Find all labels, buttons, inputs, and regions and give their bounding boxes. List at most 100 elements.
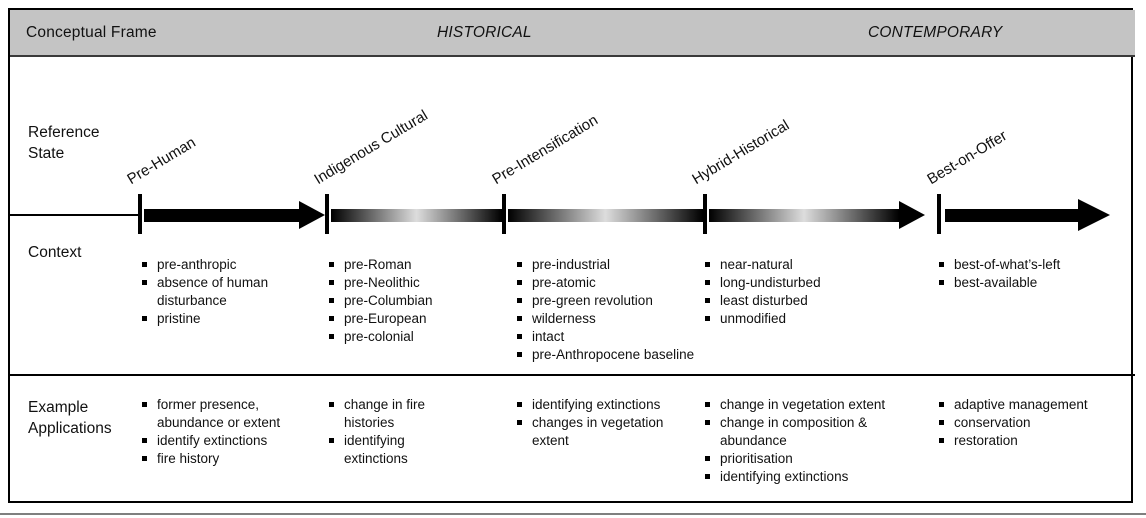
arrowhead-hybrid-historical (899, 201, 925, 229)
bullet-square-icon (517, 316, 522, 321)
context-list-hybrid-historical: near-natural long-undisturbed least dist… (703, 256, 915, 328)
timeline-segment-hybrid-historical (709, 209, 899, 222)
bullet-square-icon (329, 262, 334, 267)
list-item: restoration (937, 432, 1123, 450)
list-item: changes in vegetation extent (515, 414, 681, 450)
bullet-square-icon (142, 402, 147, 407)
context-list-pre-intensification: pre-industrial pre-atomic pre-green revo… (515, 256, 715, 364)
bullet-square-icon (705, 474, 710, 479)
context-list-indigenous-cultural: pre-Roman pre-Neolithic pre-Columbian pr… (327, 256, 497, 346)
list-item: pre-Roman (327, 256, 497, 274)
list-item: change in composition & abundance (703, 414, 921, 450)
list-item: least disturbed (703, 292, 915, 310)
header-era-historical: HISTORICAL (437, 24, 532, 41)
bullet-square-icon (705, 402, 710, 407)
list-item: identifying extinctions (515, 396, 681, 414)
bullet-square-icon (142, 316, 147, 321)
list-item: conservation (937, 414, 1123, 432)
list-item: pre-green revolution (515, 292, 715, 310)
bullet-square-icon (142, 262, 147, 267)
timeline-segment-pre-human (144, 209, 299, 222)
timeline-segment-indigenous-cultural (331, 209, 502, 222)
bullet-square-icon (517, 334, 522, 339)
list-item: intact (515, 328, 715, 346)
bullet-square-icon (705, 280, 710, 285)
list-item: pre-atomic (515, 274, 715, 292)
applications-list-indigenous-cultural: change in fire histories identifying ext… (327, 396, 452, 468)
bullet-square-icon (329, 298, 334, 303)
timeline-tick-best-on-offer (937, 194, 941, 234)
bullet-square-icon (939, 280, 944, 285)
list-item: pristine (140, 310, 318, 328)
bullet-square-icon (329, 402, 334, 407)
bullet-square-icon (329, 316, 334, 321)
bottom-rule (0, 513, 1146, 515)
bullet-square-icon (705, 420, 710, 425)
bullet-square-icon (142, 438, 147, 443)
list-item: long-undisturbed (703, 274, 915, 292)
list-item: best-of-what’s-left (937, 256, 1123, 274)
list-item: former presence, abundance or extent (140, 396, 292, 432)
list-item: identify extinctions (140, 432, 292, 450)
timeline-tick-hybrid-historical (703, 194, 707, 234)
row-label-reference-state: Reference State (28, 124, 100, 162)
list-item: absence of human disturbance (140, 274, 318, 310)
outer-frame (8, 8, 1133, 503)
list-item: prioritisation (703, 450, 921, 468)
bullet-square-icon (517, 298, 522, 303)
applications-list-hybrid-historical: change in vegetation extent change in co… (703, 396, 921, 486)
bullet-square-icon (939, 438, 944, 443)
timeline-tick-indigenous-cultural (325, 194, 329, 234)
bullet-square-icon (517, 280, 522, 285)
applications-list-pre-human: former presence, abundance or extent ide… (140, 396, 292, 468)
timeline-tick-pre-intensification (502, 194, 506, 234)
bullet-square-icon (517, 402, 522, 407)
header-band (10, 10, 1135, 57)
list-item: fire history (140, 450, 292, 468)
context-list-best-on-offer: best-of-what’s-left best-available (937, 256, 1123, 292)
bullet-square-icon (705, 298, 710, 303)
bullet-square-icon (939, 420, 944, 425)
list-item: pre-Columbian (327, 292, 497, 310)
timeline-lead-line (10, 214, 140, 216)
list-item: change in vegetation extent (703, 396, 921, 414)
context-list-pre-human: pre-anthropic absence of human disturban… (140, 256, 318, 328)
bullet-square-icon (939, 262, 944, 267)
list-item: identifying extinctions (703, 468, 921, 486)
bullet-square-icon (329, 334, 334, 339)
list-item: pre-European (327, 310, 497, 328)
timeline-tick-pre-human (138, 194, 142, 234)
bullet-square-icon (329, 438, 334, 443)
row-label-context: Context (28, 244, 82, 261)
applications-list-pre-intensification: identifying extinctions changes in veget… (515, 396, 681, 450)
header-conceptual-frame-label: Conceptual Frame (26, 24, 157, 41)
list-item: identifying extinctions (327, 432, 452, 468)
applications-list-best-on-offer: adaptive management conservation restora… (937, 396, 1123, 450)
bullet-square-icon (517, 262, 522, 267)
header-era-contemporary: CONTEMPORARY (868, 24, 1003, 41)
row-label-example-applications: Example Applications (28, 399, 112, 437)
list-item: pre-Neolithic (327, 274, 497, 292)
list-item: near-natural (703, 256, 915, 274)
bullet-square-icon (142, 280, 147, 285)
timeline-segment-pre-intensification (508, 209, 703, 222)
section-divider (10, 374, 1135, 376)
bullet-square-icon (939, 402, 944, 407)
list-item: unmodified (703, 310, 915, 328)
bullet-square-icon (517, 352, 522, 357)
bullet-square-icon (705, 262, 710, 267)
arrowhead-pre-human (299, 201, 325, 229)
list-item: pre-anthropic (140, 256, 318, 274)
bullet-square-icon (705, 316, 710, 321)
bullet-square-icon (705, 456, 710, 461)
list-item: change in fire histories (327, 396, 452, 432)
list-item: pre-colonial (327, 328, 497, 346)
list-item: pre-Anthropocene baseline (515, 346, 715, 364)
timeline-segment-best-on-offer (945, 209, 1078, 222)
list-item: wilderness (515, 310, 715, 328)
arrowhead-best-on-offer (1078, 199, 1110, 231)
list-item: best-available (937, 274, 1123, 292)
bullet-square-icon (329, 280, 334, 285)
list-item: pre-industrial (515, 256, 715, 274)
